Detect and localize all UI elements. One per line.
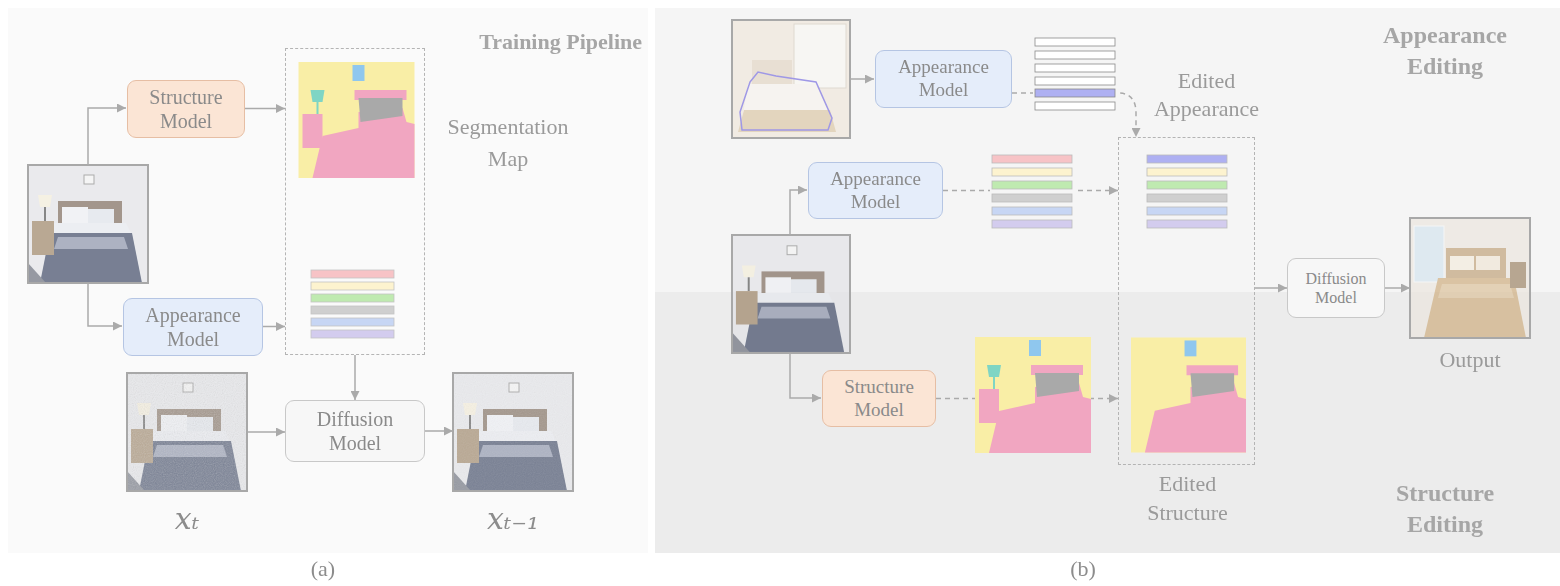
bar (1147, 155, 1227, 163)
connector (263, 326, 285, 328)
box-label: Appearance Model (817, 168, 934, 214)
bar (1035, 38, 1115, 46)
box-label: Diffusion Model (1296, 269, 1376, 307)
bar (311, 306, 394, 314)
connector (245, 108, 285, 110)
feature-bars-edited (1147, 155, 1227, 228)
bar (1035, 64, 1115, 72)
box-label: Appearance Model (132, 303, 254, 351)
bar (1147, 181, 1227, 189)
bar (311, 318, 394, 326)
model-box: Diffusion Model (285, 400, 425, 462)
panel-title: Structure Editing (1360, 478, 1530, 540)
bar (992, 207, 1072, 215)
node-label: Edited Structure (1128, 470, 1248, 527)
bar (1147, 207, 1227, 215)
panel-a (8, 8, 648, 553)
model-box: Appearance Model (875, 50, 1012, 108)
connector (247, 431, 285, 433)
seg-lamp-group (303, 90, 325, 148)
connector (354, 355, 356, 400)
frame (127, 373, 247, 491)
panel-title: Training Pipeline (420, 28, 642, 57)
segmentation-map (299, 62, 1247, 453)
bar (992, 220, 1072, 228)
output-photo (1410, 218, 1530, 338)
frame (28, 165, 148, 283)
bar (1147, 220, 1227, 228)
seg-lamp-group (979, 365, 1001, 423)
bar (992, 168, 1072, 176)
node-label: xₜ₋₁ (458, 499, 568, 538)
feature-bars-input (990, 153, 1074, 229)
feature-bars-a (311, 270, 394, 338)
dashed-group: Segmentation Map (285, 48, 425, 355)
box-label: Structure Model (136, 85, 236, 133)
bar-ground (990, 153, 1074, 229)
model-box: Structure Model (822, 370, 936, 427)
feed-line (88, 283, 122, 326)
edited-seg-map (1131, 338, 1246, 453)
bar-ground (1033, 36, 1117, 112)
model-box: Structure Model (127, 80, 245, 138)
feed-line (790, 190, 807, 235)
input-photo (732, 236, 850, 352)
connector (1255, 287, 1287, 289)
connector (1385, 287, 1410, 289)
bar (311, 282, 394, 290)
noise (127, 373, 247, 491)
bar (1147, 168, 1227, 176)
bar (311, 294, 394, 302)
input-photo (28, 165, 148, 283)
model-box: Appearance Model (808, 162, 943, 219)
image-node: Output (1410, 218, 1530, 338)
panel-letter: (b) (1060, 555, 1106, 584)
reference-photo (732, 20, 850, 138)
bar (992, 194, 1072, 202)
frame (1410, 218, 1530, 338)
image-node: xₜ₋₁ (453, 373, 573, 491)
box-label: Diffusion Model (294, 407, 416, 455)
panel-letter: (a) (300, 555, 346, 584)
feed-lines (88, 79, 874, 398)
box-label: Structure Model (831, 376, 927, 422)
noise (453, 373, 573, 491)
bar (311, 330, 394, 338)
node-label: Edited Appearance (1147, 67, 1267, 124)
bar (992, 155, 1072, 163)
bar (1035, 51, 1115, 59)
model-box: Appearance Model (123, 298, 263, 356)
bar (1035, 89, 1115, 97)
node-label: Segmentation Map (433, 111, 583, 175)
bar (311, 270, 394, 278)
dashed-group: Edited AppearanceEdited Structure (1118, 137, 1255, 465)
connector (425, 430, 453, 432)
feature-bars-reference (1033, 36, 1117, 112)
feed-line (88, 108, 126, 165)
model-box: Diffusion Model (1287, 258, 1385, 318)
box-label: Appearance Model (884, 56, 1003, 102)
bar (1147, 194, 1227, 202)
feed-line (790, 353, 821, 398)
photos (28, 20, 1530, 491)
seg-map (299, 62, 415, 178)
bar (1035, 102, 1115, 110)
photo-frames (28, 20, 1530, 491)
feed-line (850, 78, 874, 80)
frame (732, 20, 850, 138)
bar (992, 181, 1072, 189)
bar (1035, 77, 1115, 85)
image-node: xₜ (127, 373, 247, 491)
panel-title: Appearance Editing (1360, 20, 1530, 82)
frame (732, 235, 850, 353)
node-label: xₜ (132, 499, 242, 538)
noisy-photo (127, 373, 247, 491)
denoised-photo (453, 373, 573, 491)
node-label: Output (1415, 346, 1525, 375)
frame (453, 373, 573, 491)
seg-map (975, 337, 1091, 453)
